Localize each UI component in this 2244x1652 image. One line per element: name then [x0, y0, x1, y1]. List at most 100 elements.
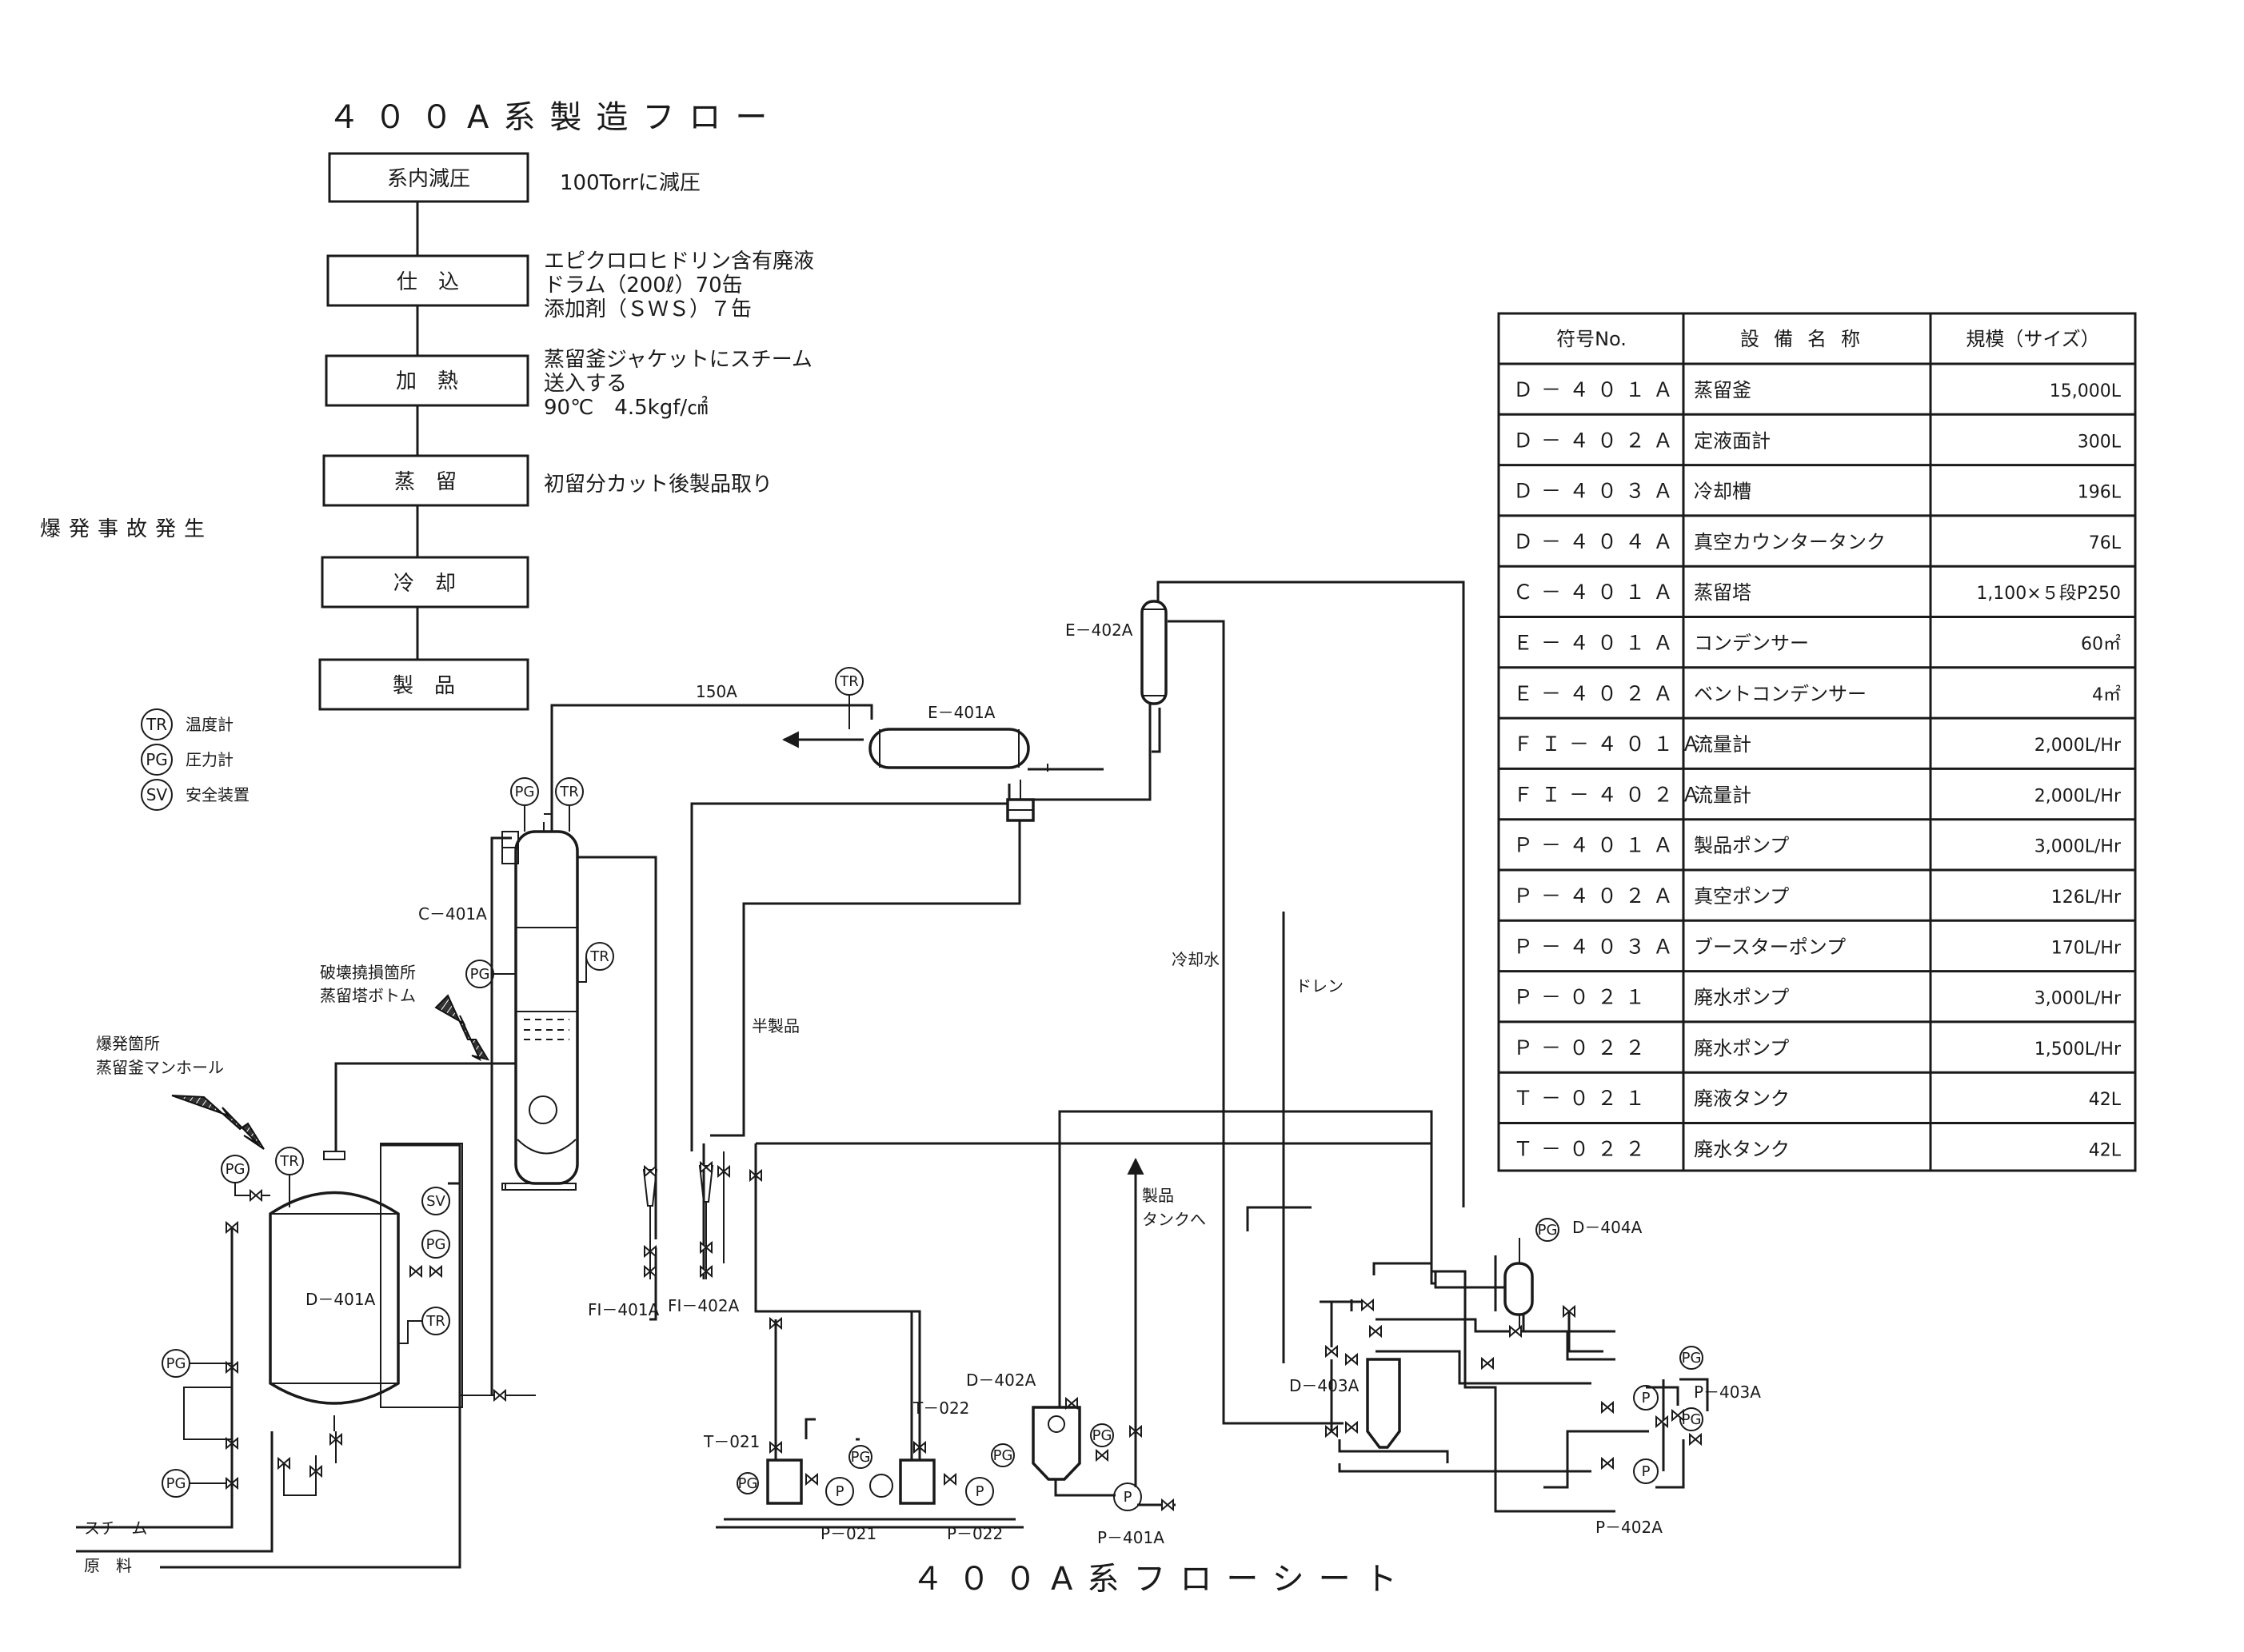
- table-cell-code: Ｅ－４０２Ａ: [1513, 682, 1681, 705]
- d403a-cooling-tank: D－403A: [1289, 1358, 1401, 1449]
- table-cell-size: 76L: [2089, 533, 2122, 553]
- step-3-note-2: 送入する: [544, 372, 627, 396]
- step-2-note-1: エピクロロヒドリン含有廃液: [544, 249, 814, 273]
- table-cell-size: 3,000L/Hr: [2034, 989, 2122, 1009]
- step-5: 冷 却: [321, 556, 529, 609]
- table-row: Ｄ－４０４Ａ 真空カウンタータンク 76L: [1513, 530, 2122, 553]
- legend-symbol-pg: PG: [146, 750, 168, 769]
- tag-p-p021: P: [836, 1483, 844, 1500]
- legend-item-pg: PG 圧力計: [141, 744, 234, 776]
- table-cell-code: Ｄ－４０４Ａ: [1513, 530, 1681, 553]
- valve: [1601, 1456, 1614, 1470]
- label-d403a: D－403A: [1289, 1376, 1360, 1395]
- valve: [700, 1264, 713, 1279]
- tag-pg-p022: PG: [993, 1447, 1013, 1464]
- valve: [429, 1264, 442, 1279]
- pipe-lines: 150A: [76, 581, 1709, 1569]
- tag-pg-d404a: PG: [1538, 1222, 1558, 1239]
- step-1: 系内減圧 100Torrに減圧: [328, 152, 701, 203]
- valve: [1689, 1432, 1702, 1446]
- legend: TR 温度計 PG 圧力計 SV 安全装置: [141, 708, 250, 811]
- table-cell-name: コンデンサー: [1694, 632, 1809, 655]
- valve: [644, 1264, 657, 1279]
- table-cell-name: 流量計: [1694, 733, 1751, 756]
- tag-pg-column-bottom: PG: [470, 966, 490, 983]
- table-cell-name: 廃水タンク: [1694, 1139, 1790, 1161]
- valve: [1129, 1424, 1142, 1439]
- vacuum-pumps: P P PG PG P－403A P－402A: [1595, 1346, 1761, 1537]
- label-e402a: E－402A: [1065, 620, 1133, 640]
- valve: [226, 1436, 238, 1450]
- label-product-to-tank-1: 製品: [1142, 1186, 1174, 1205]
- step-3-note-1: 蒸留釜ジャケットにスチーム: [544, 348, 813, 372]
- tag-sv-d401a: SV: [426, 1193, 445, 1210]
- valve: [226, 1476, 238, 1490]
- table-cell-size: 15,000L: [2050, 381, 2122, 401]
- label-p403a: P－403A: [1694, 1383, 1761, 1402]
- step-2: 仕 込 エピクロロヒドリン含有廃液 ドラム（200ℓ）70缶 添加剤（ＳＷＳ）７…: [326, 249, 814, 321]
- damage-note-2: 蒸留塔ボトム: [320, 986, 416, 1005]
- label-steam: スチーム: [84, 1518, 147, 1538]
- tag-pg-column-top: PG: [515, 784, 535, 800]
- pipe-label-150a: 150A: [696, 682, 737, 701]
- legend-symbol-tr: TR: [146, 715, 167, 734]
- valve: [1481, 1356, 1494, 1371]
- table-cell-code: Ｐ－４０３Ａ: [1513, 935, 1681, 958]
- label-p022: P－022: [947, 1524, 1003, 1543]
- label-p021: P－021: [821, 1524, 876, 1543]
- table-header-name: 設備名称: [1740, 328, 1875, 350]
- table-cell-code: Ｄ－４０３Ａ: [1513, 480, 1681, 503]
- table-cell-size: 2,000L/Hr: [2034, 786, 2122, 806]
- tag-pg-d402a: PG: [1092, 1427, 1112, 1444]
- sight-glass: [1006, 780, 1035, 822]
- table-cell-name: 製品ポンプ: [1694, 835, 1789, 857]
- table-cell-name: 冷却槽: [1694, 481, 1751, 503]
- step-2-note-3: 添加剤（ＳＷＳ）７缶: [544, 297, 752, 321]
- table-cell-name: 流量計: [1694, 784, 1751, 806]
- table-cell-name: 真空ポンプ: [1694, 885, 1789, 908]
- piping-diagram: 150A: [76, 581, 1761, 1575]
- label-p401a: P－401A: [1097, 1528, 1164, 1547]
- step-3-label: 加 熱: [396, 369, 458, 393]
- valve: [1671, 1408, 1684, 1423]
- label-fi401a: FI－401A: [588, 1300, 660, 1319]
- table-cell-name: 真空カウンタータンク: [1694, 531, 1886, 553]
- step-6: 製 品: [318, 658, 529, 711]
- valve: [1369, 1324, 1382, 1339]
- valve: [1345, 1352, 1358, 1367]
- process-title: ４００A系製造フロー: [328, 99, 781, 136]
- table-cell-name: ベントコンデンサー: [1694, 683, 1867, 705]
- table-cell-size: 1,100×５段P250: [1976, 584, 2121, 604]
- c401a-distillation-column: C－401A PG TR TR PG: [418, 777, 614, 1191]
- label-fi402a: FI－402A: [668, 1296, 740, 1315]
- damage-marker: 破壊撓損箇所 蒸留塔ボトム: [320, 963, 490, 1062]
- table-cell-code: Ｐ－０２１: [1513, 986, 1653, 1009]
- explosion-note-2: 蒸留釜マンホール: [96, 1058, 224, 1077]
- step-5-label: 冷 却: [393, 572, 456, 596]
- tag-p-p022: P: [976, 1483, 984, 1500]
- tag-pg-p403a: PG: [1682, 1350, 1702, 1367]
- table-cell-name: 蒸留釜: [1694, 379, 1751, 401]
- table-cell-code: Ｅ－４０１Ａ: [1513, 632, 1681, 655]
- valve: [644, 1244, 657, 1259]
- step-4: 蒸 留 初留分カット後製品取り: [322, 454, 773, 507]
- label-t022: T－022: [912, 1399, 969, 1418]
- tag-pg-steam-2: PG: [166, 1475, 186, 1492]
- label-p402a: P－402A: [1595, 1518, 1663, 1537]
- table-cell-name: 廃水ポンプ: [1694, 1037, 1789, 1059]
- step-4-note: 初留分カット後製品取り: [544, 473, 773, 497]
- valve: [1563, 1304, 1575, 1319]
- d404a-vacuum-tank: PG D－404A: [1503, 1218, 1643, 1334]
